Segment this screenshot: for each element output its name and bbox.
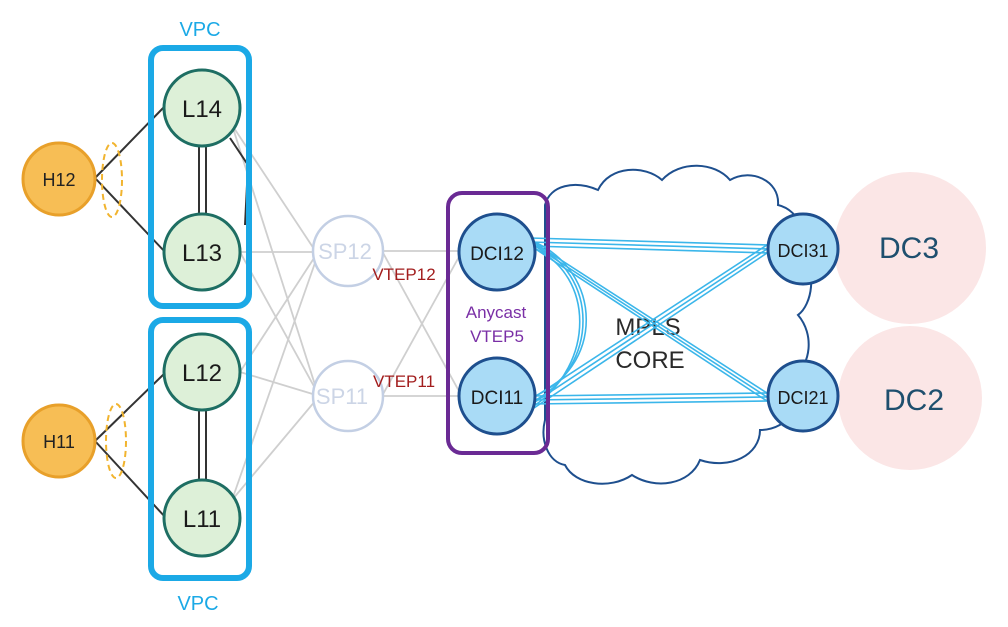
dc2-label: DC2 [884, 384, 944, 417]
host-links [94, 104, 249, 519]
dci31-label: DCI31 [777, 241, 828, 261]
leaf-l11: L11 [162, 478, 242, 558]
mpls-cloud [542, 164, 813, 485]
leaf-l13: L13 [162, 212, 242, 292]
spine-sp12: SP12 [311, 214, 385, 288]
dci11-label: DCI11 [471, 388, 523, 409]
vpc-box-bottom [148, 317, 252, 581]
leaf-l13-label: L13 [182, 240, 222, 267]
dc3-circle [834, 172, 986, 324]
vpc-label-bottom: VPC [177, 593, 218, 615]
leaf-l12-label: L12 [182, 360, 222, 387]
leaf-l14-label: L14 [182, 96, 222, 123]
core-label: CORE [615, 347, 684, 374]
dc3-label: DC3 [879, 232, 939, 265]
host-h12: H12 [21, 141, 97, 217]
anycast-label: Anycast [466, 303, 527, 322]
dc2-circle [838, 326, 982, 470]
vpc-box-top [148, 45, 252, 309]
dci-dci11: DCI11 [457, 356, 537, 436]
spine-sp12-label: SP12 [318, 239, 372, 264]
port-channel-h12 [101, 142, 123, 218]
dci-dci31: DCI31 [766, 212, 840, 286]
dci21-label: DCI21 [777, 388, 828, 408]
vtep5-label: VTEP5 [470, 327, 524, 346]
leaf-l14: L14 [162, 68, 242, 148]
dci-dci12: DCI12 [457, 212, 537, 292]
vtep11-label: VTEP11 [373, 372, 435, 391]
anycast-box [446, 191, 550, 455]
dci-dci21: DCI21 [766, 359, 840, 433]
host-h11: H11 [21, 403, 97, 479]
port-channel-h11 [105, 403, 127, 479]
vtep12-label: VTEP12 [372, 265, 435, 284]
spine-sp11-label: SP11 [316, 384, 368, 409]
host-h12-label: H12 [42, 170, 75, 190]
dci12-label: DCI12 [470, 244, 524, 265]
tunnels [529, 237, 771, 409]
spine-sp11: SP11 [311, 359, 385, 433]
leaf-l11-label: L11 [183, 506, 221, 533]
vpc-label-top: VPC [179, 19, 220, 41]
host-h11-label: H11 [43, 432, 75, 452]
leaf-l12: L12 [162, 332, 242, 412]
fabric-links [231, 124, 461, 501]
